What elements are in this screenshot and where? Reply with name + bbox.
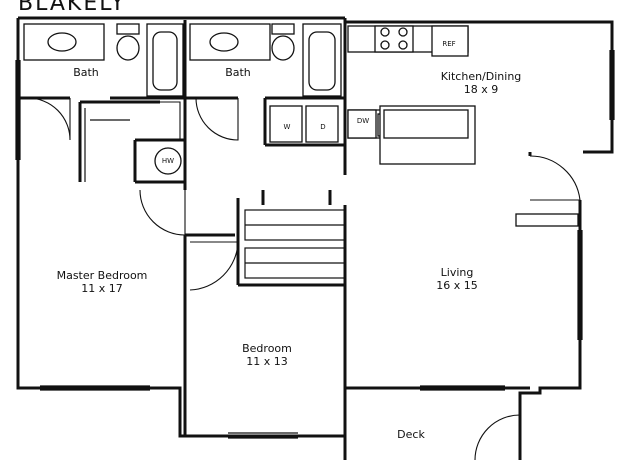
- master-label: Master Bedroom 11 x 17: [57, 269, 148, 295]
- deck-label: Deck: [397, 428, 425, 441]
- laundry-fixtures: [269, 105, 339, 143]
- bath-2-label: Bath: [225, 66, 251, 79]
- door-swings: [27, 97, 581, 460]
- kitchen-name: Kitchen/Dining: [440, 70, 522, 83]
- refrigerator-label: REF: [442, 40, 456, 48]
- closets: [84, 108, 346, 279]
- windows: [15, 50, 615, 439]
- bedroom-label: Bedroom 11 x 13: [242, 342, 292, 368]
- bath-2-name: Bath: [225, 66, 251, 79]
- exterior-walls: [16, 16, 614, 460]
- washer-label: W: [283, 123, 291, 131]
- bath-1-fixtures: [23, 23, 184, 97]
- bath-2-fixtures: [189, 23, 342, 97]
- dishwasher-label: DW: [356, 117, 370, 125]
- kitchen-size: 18 x 9: [463, 83, 499, 96]
- bath-1-name: Bath: [73, 66, 99, 79]
- water-heater-label: HW: [161, 157, 175, 165]
- living-label: Living 16 x 15: [436, 266, 478, 292]
- interior-walls: [20, 20, 530, 436]
- master-size: 11 x 17: [81, 282, 123, 295]
- living-name: Living: [440, 266, 474, 279]
- kitchen-fixtures: [347, 25, 579, 227]
- deck-name: Deck: [397, 428, 425, 441]
- master-name: Master Bedroom: [56, 269, 148, 282]
- water-heater-fixture: [154, 147, 182, 175]
- living-size: 16 x 15: [436, 279, 478, 292]
- bedroom-name: Bedroom: [242, 342, 292, 355]
- bedroom-size: 11 x 13: [246, 355, 288, 368]
- bath-1-label: Bath: [73, 66, 99, 79]
- dryer-label: D: [320, 123, 326, 131]
- kitchen-label: Kitchen/Dining 18 x 9: [441, 70, 522, 96]
- plan-title: BLAKELY: [18, 0, 127, 16]
